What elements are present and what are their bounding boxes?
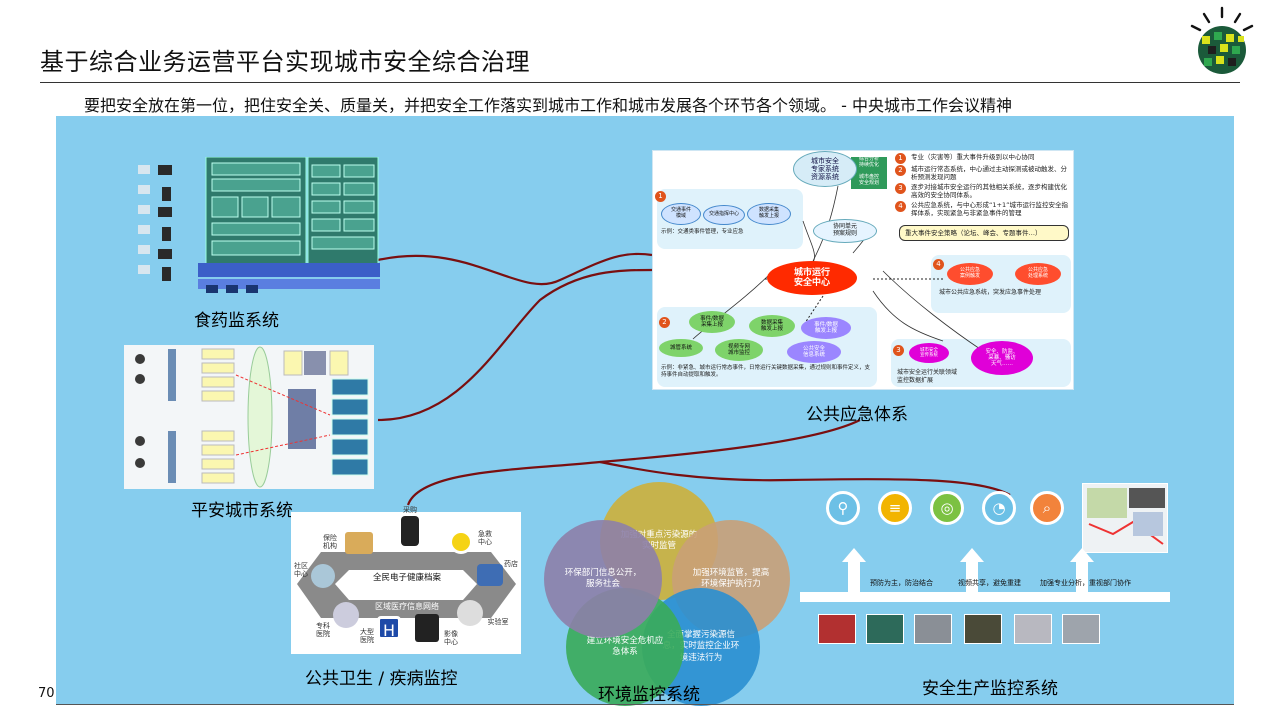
env-circle-left: 环保部门信息公开，服务社会 xyxy=(544,520,662,638)
health-network-shape xyxy=(297,552,516,618)
site-photo-2 xyxy=(866,614,904,644)
map-thumbnail xyxy=(1087,488,1165,545)
health-diagram: 全民电子健康档案 区域医疗信息网络 保险 机构 采购 急救 中心 药店 社区 中… xyxy=(291,506,521,654)
insurance-icon xyxy=(345,532,373,554)
health-node-purchase: 采购 xyxy=(403,506,417,514)
xray-icon xyxy=(415,614,439,642)
z3-note: 城市安全运行关联领域 监控数据扩展 xyxy=(897,369,958,384)
zone-3-badge: 3 xyxy=(893,345,904,356)
z2-report-node: 事件/数据 采集上报 xyxy=(689,311,735,333)
safe-city-diagram xyxy=(124,345,374,489)
safety-note-1: 预防为主，防治结合 xyxy=(870,579,933,587)
z1-traffic-node: 交通事件 模域 xyxy=(661,203,701,225)
page-number: 70 xyxy=(38,686,55,701)
zone-1-badge: 1 xyxy=(655,191,666,202)
site-photo-1 xyxy=(818,614,856,644)
z1-note: 示例：交通类事件管理，专业应急 xyxy=(661,229,744,235)
z1-data-node: 数据采集 触发上报 xyxy=(747,203,791,225)
page-title: 基于综合业务运营平台实现城市安全综合治理 xyxy=(40,48,530,76)
map-screenshot xyxy=(1082,483,1168,553)
point-4-badge: 4 xyxy=(895,201,906,212)
safety-arrows xyxy=(800,548,1170,602)
community-icon xyxy=(311,564,335,588)
environment-label: 环境监控系统 xyxy=(598,685,700,705)
z2-trigger-node: 数据采集 触发上报 xyxy=(749,315,795,337)
brand-logo-icon xyxy=(1190,6,1254,74)
strategy-box: 重大事件安全策略（论坛、峰会、专题事件…） xyxy=(899,225,1069,241)
site-photo-5 xyxy=(1014,614,1052,644)
z4-note: 城市公共应急系统，突发应急事件处理 xyxy=(939,289,1042,296)
health-node-imaging: 影像 中心 xyxy=(444,630,458,647)
health-node-specialist: 专科 医院 xyxy=(316,622,330,639)
food-drug-label: 食药监系统 xyxy=(194,311,279,331)
hospital-icon: H xyxy=(377,616,401,640)
zone-2-badge: 2 xyxy=(659,317,670,328)
point-4-text: 公共应急系统，与中心形成“1+1”城市运行监控安全指挥体系，实现紧急与非紧急事件… xyxy=(911,201,1068,218)
camera-icon: ◎ xyxy=(930,491,964,525)
green-analysis-box: 综合分析 持续优化 xyxy=(858,156,879,168)
emergency-label: 公共应急体系 xyxy=(806,405,908,425)
safety-note-3: 加强专业分析，重视部门协作 xyxy=(1040,579,1131,587)
point-3-text: 逐步对接城市安全运行的其他相关系统，逐步构建优化高效的安全协同体系。 xyxy=(911,183,1067,200)
safe-city-label: 平安城市系统 xyxy=(191,501,293,521)
subtitle: 要把安全放在第一位，把住安全关、质量关，并把安全工作落实到城市工作和城市发展各个… xyxy=(84,96,1012,115)
bottom-rule xyxy=(56,704,1234,705)
health-node-emergency: 急救 中心 xyxy=(478,530,492,547)
food-drug-schematic xyxy=(138,156,380,293)
health-node-community: 社区 中心 xyxy=(294,562,308,579)
health-label: 公共卫生 / 疾病监控 xyxy=(305,669,458,689)
coord-unit-node: 协同单元 预案规则 xyxy=(813,219,877,243)
zone-4-badge: 4 xyxy=(933,259,944,270)
emergency-diagram: 城市安全 专家系统 资源系统 综合分析 持续优化 城市盘控 安全规划 1 专业（… xyxy=(652,150,1074,390)
health-center-sub: 区域医疗信息网络 xyxy=(375,602,439,611)
health-node-pharmacy: 药店 xyxy=(504,560,518,568)
point-1-text: 专业（灾害等）重大事件升级到以中心协同 xyxy=(911,153,1035,161)
z3-domain-node: 安全、防监、 采暴、骚访 天气…… xyxy=(971,341,1033,375)
health-node-hospital: 大型 医院 xyxy=(360,628,374,645)
microscope-icon xyxy=(457,600,483,626)
site-photo-6 xyxy=(1062,614,1100,644)
food-drug-diagram xyxy=(136,156,380,297)
z2-event-node: 事件/数据 触发上报 xyxy=(801,317,851,339)
doc-icon: ≡ xyxy=(878,491,912,525)
ambulance-icon xyxy=(449,530,473,554)
site-photo-4 xyxy=(964,614,1002,644)
gauge-icon: ◔ xyxy=(982,491,1016,525)
z2-public-node: 公共安全 信息系统 xyxy=(787,341,841,363)
health-node-lab: 实验室 xyxy=(487,618,509,626)
point-2-badge: 2 xyxy=(895,165,906,176)
green-planning-box: 城市盘控 安全规划 xyxy=(858,174,879,186)
pharmacy-icon xyxy=(477,564,503,586)
z4-trigger-node: 公共应急 案例触发 xyxy=(947,263,993,285)
specialist-icon xyxy=(333,602,359,628)
expert-system-node: 城市安全 专家系统 资源系统 xyxy=(793,151,857,187)
z3-promo-node: 城市安全 宣传系统 xyxy=(909,343,949,363)
safety-center-node: 城市运行 安全中心 xyxy=(767,261,857,295)
point-2-text: 城市运行常态系统，中心通过主动探测或被动触发、分析预测发现问题 xyxy=(911,165,1067,182)
health-node-insurance: 保险 机构 xyxy=(323,534,337,551)
z2-video-node: 视频专网 城市监控 xyxy=(715,339,763,361)
z1-command-node: 交通指挥中心 xyxy=(703,205,745,225)
point-1-badge: 1 xyxy=(895,153,906,164)
purchase-icon xyxy=(401,516,419,546)
site-photo-3 xyxy=(914,614,952,644)
point-3-badge: 3 xyxy=(895,183,906,194)
z2-urban-node: 城管系统 xyxy=(659,339,703,357)
title-rule xyxy=(40,82,1240,83)
search-icon: ⌕ xyxy=(1030,491,1064,525)
safety-note-2: 视频共享，避免重建 xyxy=(958,579,1021,587)
production-label: 安全生产监控系统 xyxy=(922,679,1058,699)
z2-note: 示例：非紧急、城市运行常态事件，日常运行关键数据采集，通过规则和事件定义，支持事… xyxy=(661,365,871,378)
health-center-title: 全民电子健康档案 xyxy=(372,573,441,583)
pin-icon: ⚲ xyxy=(826,491,860,525)
safe-city-schematic xyxy=(135,346,369,488)
z4-process-node: 公共应急 处理系统 xyxy=(1015,263,1061,285)
